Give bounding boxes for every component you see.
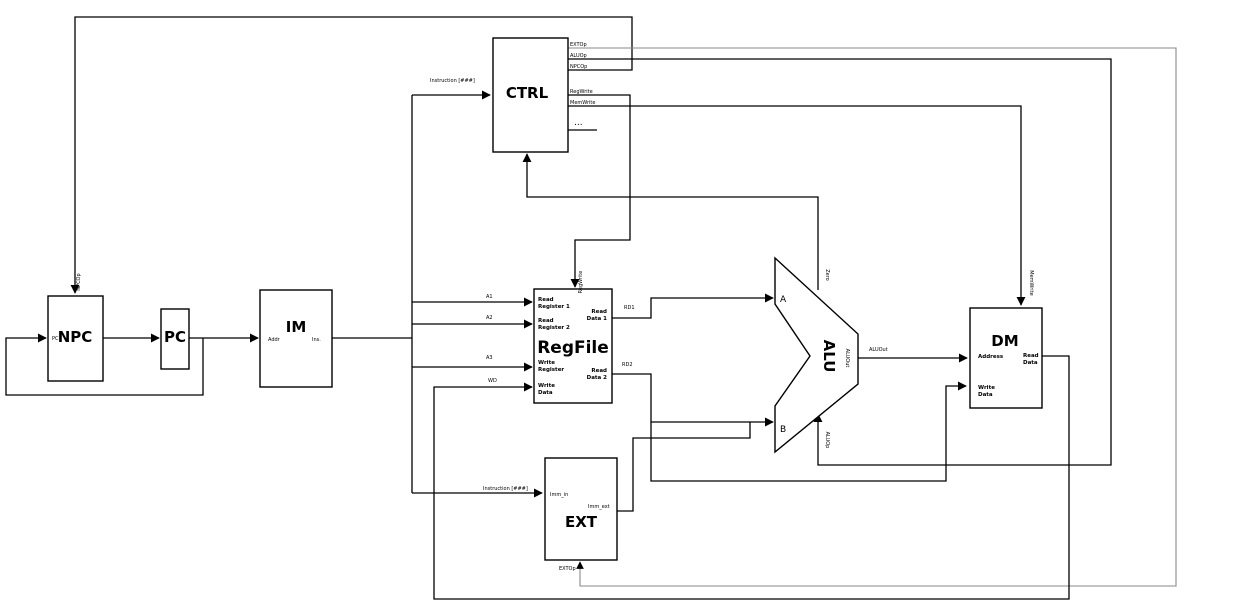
npc-label: NPC [58,328,93,346]
regfile-block [533,288,613,404]
regfile-label: RegFile [537,338,609,358]
wire-pc-to-npc-loop [5,333,204,396]
alu-port-a: A [780,295,787,305]
rf-port-read-reg2-a: Read [538,318,554,324]
dm-port-write-b: Data [978,392,993,398]
dm-port-read-b: Data [1023,360,1038,366]
ext-label: EXT [565,513,598,531]
dm-port-write-a: Write [978,385,995,391]
ctrl-more-signals: ... [574,118,583,128]
dm-port-address: Address [978,354,1004,360]
wire-memwrite [568,105,1026,306]
im-addr-port: Addr [268,337,281,343]
ctrl-label: CTRL [506,84,549,102]
wire-zero [522,153,819,290]
signal-rd1: RD1 [624,305,635,311]
dm-port-read-a: Read [1023,353,1039,359]
ctrl-out-memwrite: MemWrite [570,100,595,106]
wire-npcop [70,16,633,294]
regfile-regwrite-label: RegWrite [578,271,584,294]
alu-out-port: ALUOut [844,349,850,368]
ext-extop-label: EXTOp [559,566,576,572]
wire-rd2-to-dm [650,381,967,482]
instruction-ext-label: Instruction [###] [483,486,528,492]
ctrl-out-regwrite: RegWrite [570,89,593,95]
signal-wd: WD [488,378,497,384]
alu-port-b: B [780,425,786,435]
wire-regwrite [568,94,631,288]
rf-port-read-data2-b: Data 2 [587,375,608,381]
npc-pc-port: PC [52,336,59,342]
rf-port-read-data1-b: Data 1 [587,316,608,322]
dm-memwrite-label: MemWrite [1028,270,1034,295]
wire-aluop [568,58,1112,466]
wire-rd2 [612,373,774,427]
instruction-ctrl-label: Instruction [###] [430,78,475,84]
rf-port-read-data1-a: Read [591,309,607,315]
ext-out-port: Imm_ext [588,504,610,510]
alu-aluop-label: ALUOp [824,432,830,449]
alu-block [774,256,859,454]
npcop-label: NPCOp [76,273,82,290]
alu-zero-label: Zero [824,269,830,281]
rf-port-read-reg2-b: Register 2 [538,325,570,331]
rf-port-read-reg1-a: Read [538,297,554,303]
ctrl-out-extop: EXTOp [570,42,587,48]
rf-port-read-data2-a: Read [591,368,607,374]
rf-port-write-data-a: Write [538,383,555,389]
ext-block [544,457,618,561]
im-block [259,289,333,388]
wire-dm-read-data [433,355,1070,600]
pc-label: PC [164,328,186,346]
rf-port-read-reg1-b: Register 1 [538,304,570,310]
ctrl-out-aluop: ALUOp [570,53,587,59]
wire-imm-ext [617,422,751,512]
rf-port-write-data-b: Data [538,390,553,396]
ctrl-out-npcop: NPCOp [570,64,587,70]
alu-label: ALU [820,340,838,373]
ext-in-port: Imm_in [550,492,568,498]
dm-label: DM [991,332,1018,350]
npc-block [47,295,104,382]
ctrl-block [492,37,569,153]
dm-block [969,307,1043,409]
signal-aluout: ALUOut [869,347,888,353]
signal-a2: A2 [486,315,493,321]
pc-block [160,308,190,370]
im-ins-port: Ins. [312,337,321,343]
rf-port-write-reg-a: Write [538,360,555,366]
wire-rd1 [612,293,774,319]
im-label: IM [286,318,307,336]
rf-port-write-reg-b: Register [538,367,564,373]
signal-a1: A1 [486,294,493,300]
signal-a3: A3 [486,355,493,361]
wire-extop [568,47,1177,587]
signal-rd2: RD2 [622,362,633,368]
